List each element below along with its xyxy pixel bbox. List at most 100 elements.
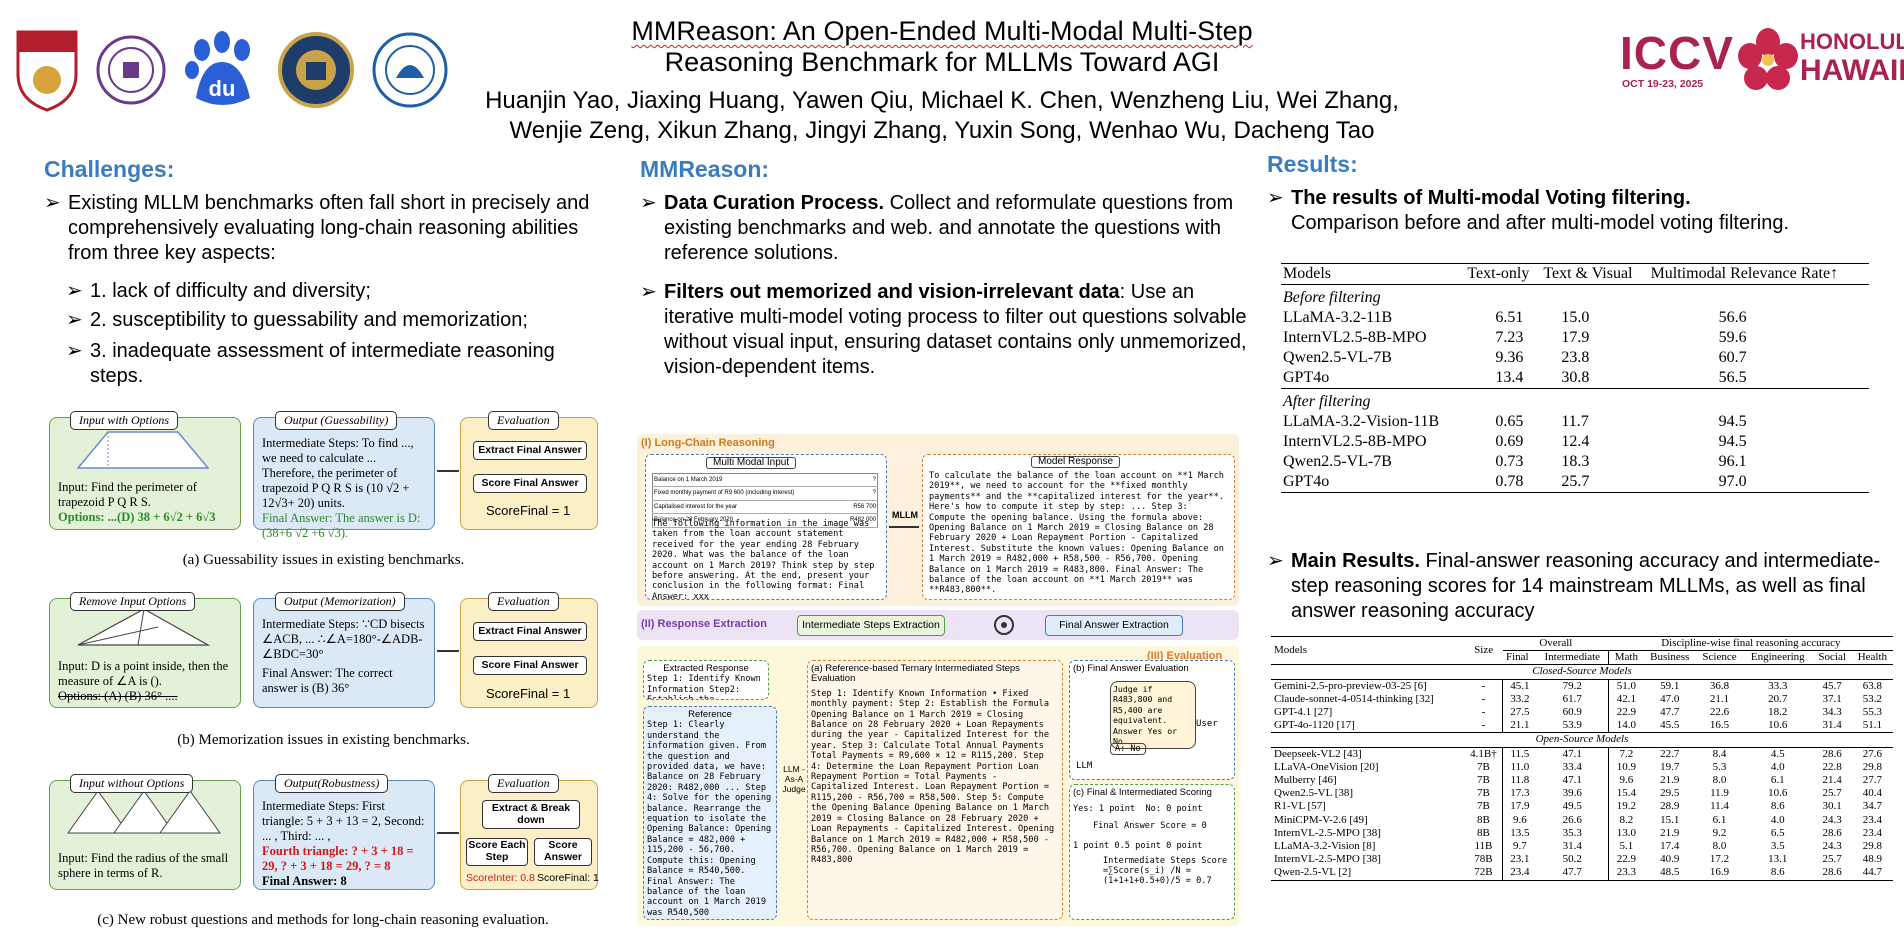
t2-cell: 79.2 <box>1562 679 1582 692</box>
iccv-place-1: HONOLULU <box>1800 29 1904 54</box>
t2-cell: 11.5 <box>1502 747 1537 761</box>
t2-cell: Claude-sonnet-4-0514-thinking [32] <box>1274 692 1434 705</box>
t2-cell: 19.2 <box>1608 800 1644 814</box>
t2-cell: 34.7 <box>1862 800 1882 813</box>
t2-cell: 8B <box>1476 813 1490 826</box>
t2-cell: GPT-4.1 [27] <box>1274 706 1333 719</box>
number-triangles-diagram <box>67 790 221 834</box>
results-bullet-2-bold: Main Results. <box>1291 550 1420 572</box>
figA-input-tag: Input with Options <box>70 411 179 430</box>
t2-cell: 35.3 <box>1562 826 1582 839</box>
figB-eval-panel <box>460 598 598 708</box>
t2-cell: 10.6 <box>1768 719 1788 732</box>
figB-input-tag: Remove Input Options <box>70 592 196 611</box>
t2-cell: 45.5 <box>1660 719 1680 732</box>
extracted-response-tag: Extracted Response <box>663 663 749 674</box>
t2-cell: 15.4 <box>1608 787 1644 801</box>
t2-cell: 16.9 <box>1709 866 1730 879</box>
mmreason-bullet-1-bold: Data Curation Process. <box>664 192 885 214</box>
t2-subheader-cell: Math <box>1608 650 1644 665</box>
t2-cell: 47.0 <box>1660 692 1680 705</box>
t2-subheader-cell: Science <box>1702 651 1737 664</box>
t2-cell: 40.4 <box>1862 787 1882 800</box>
t1-cell: 23.8 <box>1561 349 1590 366</box>
t2-cell: 28.9 <box>1660 800 1680 813</box>
title-line-2: Reasoning Benchmark for MLLMs Toward AGI <box>664 47 1220 77</box>
t2-cell: 24.3 <box>1822 813 1842 826</box>
t2-cell: 47.1 <box>1562 747 1582 760</box>
loan-table-row: Fixed monthly payment of R9 600 (includi… <box>652 486 878 501</box>
challenges-sub-2: ➢ 2. susceptibility to guessability and … <box>66 308 626 333</box>
figA-caption: (a) Guessability issues in existing benc… <box>182 552 465 568</box>
t2-cell: 31.4 <box>1562 840 1582 853</box>
t2-cell: 47.7 <box>1562 866 1582 879</box>
figC-input-text: Input: Find the radius of the small sphe… <box>58 851 229 880</box>
t2-cell: 60.9 <box>1562 706 1582 719</box>
t2-cell: LLaMA-3.2-Vision [8] <box>1274 840 1376 853</box>
t1-cell: 9.36 <box>1495 349 1524 366</box>
intermediate-steps-score: Intermediate Steps Score <box>1103 855 1228 866</box>
t2-cell: 23.3 <box>1608 866 1644 881</box>
t2-cell: - <box>1481 706 1486 719</box>
t1-group-label: After filtering <box>1283 393 1371 410</box>
loan-table-value: R56 700 <box>840 500 878 515</box>
t2-cell: 3.5 <box>1770 840 1785 853</box>
arrow-bullet-icon: ➢ <box>44 192 61 214</box>
mmreason-bullet-1: ➢ Data Curation Process. Collect and ref… <box>640 191 1240 266</box>
t2-section-label: Open-Source Models <box>1271 732 1893 748</box>
t2-cell: Qwen2.5-VL [38] <box>1274 787 1354 800</box>
t2-cell: 59.1 <box>1660 679 1680 692</box>
t1-cell: LLaMA-3.2-11B <box>1283 309 1393 326</box>
mmreason-bullet-2-bold: Filters out memorized and vision-irrelev… <box>664 281 1120 303</box>
t1-cell: GPT4o <box>1283 369 1330 386</box>
t2-cell: 25.7 <box>1822 853 1842 866</box>
t1-cell: Qwen2.5-VL-7B <box>1283 453 1392 470</box>
triangle-diagram <box>77 608 211 646</box>
t2-cell: 21.4 <box>1822 774 1842 787</box>
final-scoring-box: (c) Final & Intermediated Scoring Yes: 1… <box>1069 784 1235 920</box>
t2-cell: 11B <box>1474 840 1493 853</box>
t2-cell: 29.8 <box>1862 760 1882 773</box>
t2-cell: 29.8 <box>1862 840 1882 853</box>
model-response-box: Model Response To calculate the balance … <box>922 454 1235 600</box>
t2-section-label: Closed-Source Models <box>1271 664 1893 680</box>
t2-cell: 23.4 <box>1862 813 1882 826</box>
iccv-place-2: HAWAII <box>1800 54 1904 87</box>
figB-output-panel: Intermediate Steps: ∵CD bisects ∠ACB, ..… <box>253 598 435 708</box>
answer-no-bubble: A: No <box>1110 743 1146 756</box>
figC-eval-panel <box>460 780 598 890</box>
t2-cell: 7B <box>1476 800 1490 813</box>
figC-score-answer-button: Score Answer <box>534 838 592 866</box>
t2-overall-header: Overall <box>1502 636 1609 652</box>
t2-cell: 44.7 <box>1862 866 1882 879</box>
t2-cell: 28.6 <box>1822 747 1842 760</box>
t2-cell: 7B <box>1476 760 1490 773</box>
t1-cell: Qwen2.5-VL-7B <box>1283 349 1392 366</box>
figC-extract-button: Extract & Break down <box>482 800 580 829</box>
t1-header-cell: Text-only <box>1467 265 1530 282</box>
t2-cell: 18.2 <box>1768 706 1788 719</box>
stage1-label: (I) Long-Chain Reasoning <box>641 437 775 449</box>
t2-cell: 6.5 <box>1770 826 1785 839</box>
t2-cell: 34.3 <box>1822 706 1842 719</box>
results-bullet-2: ➢ Main Results. Final-answer reasoning a… <box>1267 549 1897 624</box>
ternary-eval-title: (a) Reference-based Ternary Intermediate… <box>811 663 1020 685</box>
authors-line-2: Wenjie Zeng, Xikun Zhang, Jingyi Zhang, … <box>509 117 1375 144</box>
t2-cell: Gemini-2.5-pro-preview-03-25 [6] <box>1274 679 1427 692</box>
t1-cell: LLaMA-3.2-Vision-11B <box>1283 413 1440 430</box>
t2-cell: 21.9 <box>1660 826 1680 839</box>
figC-score-step-button: Score Each Step <box>466 838 528 866</box>
t2-cell: InternVL-2.5-MPO [38] <box>1274 853 1381 866</box>
t1-group-label: Before filtering <box>1283 289 1381 306</box>
t2-cell: 4.5 <box>1770 747 1785 760</box>
t2-cell: 39.6 <box>1562 787 1582 800</box>
t2-cell: 47.7 <box>1660 706 1680 719</box>
t2-cell: 13.0 <box>1608 826 1644 841</box>
final-answer-extraction: Final Answer Extraction <box>1045 615 1183 636</box>
